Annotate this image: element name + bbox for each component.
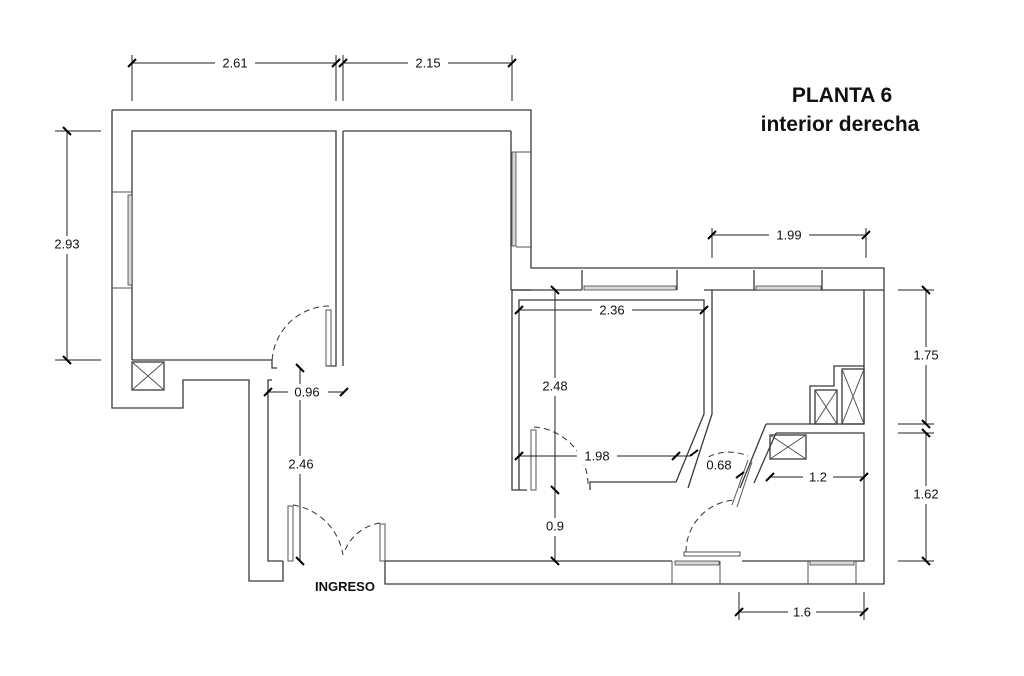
- window-left: [127, 194, 133, 286]
- dim-top-right: 2.15: [415, 55, 440, 70]
- door-left-room: [271, 305, 332, 367]
- shaft-box: [131, 361, 165, 391]
- dim-bedroom-width: 2.36: [599, 302, 624, 317]
- plan-title: PLANTA 6: [792, 84, 892, 107]
- dim-top-left: 2.61: [222, 55, 247, 70]
- small-room-walls: [671, 423, 865, 584]
- appliance-box-1: [814, 389, 838, 425]
- storage-box: [769, 434, 807, 460]
- window-bottom-1: [674, 560, 720, 566]
- window-right: [511, 151, 517, 247]
- dim-hall-gap: 0.9: [546, 518, 564, 533]
- appliance-box-2: [841, 368, 865, 425]
- dim-bottom-width: 1.6: [793, 604, 811, 619]
- door-middle-room: [530, 426, 589, 491]
- dim-corridor-width: 0.96: [294, 384, 319, 399]
- window-kitchen: [755, 285, 822, 291]
- dim-bedroom-height: 2.48: [542, 378, 567, 393]
- window-bottom-2: [809, 560, 855, 566]
- outer-wall: [111, 109, 885, 585]
- dimension-labels: 2.61 2.15 2.93 0.96 2.46 2.36 2.48 1.98 …: [49, 55, 944, 620]
- dim-left-height: 2.93: [54, 236, 79, 251]
- dim-small-room-height: 1.62: [913, 486, 938, 501]
- entrance-label: INGRESO: [315, 579, 375, 594]
- door-small-room: [683, 499, 741, 557]
- left-room-walls: [112, 130, 531, 391]
- plan-subtitle: interior derecha: [761, 113, 920, 136]
- corridor-walls: [267, 379, 672, 562]
- middle-room-walls: [511, 270, 884, 491]
- dim-kitchen-width: 1.99: [776, 227, 801, 242]
- dim-small-room-width: 1.2: [809, 469, 827, 484]
- window-middle-room: [583, 285, 677, 291]
- dim-bedroom-lower-width: 1.98: [584, 448, 609, 463]
- entrance-door: [287, 504, 386, 562]
- dim-kitchen-height: 1.75: [913, 347, 938, 362]
- dim-corridor-height: 2.46: [288, 456, 313, 471]
- dimension-lines: [55, 55, 934, 620]
- dim-bath-door: 0.68: [706, 457, 731, 472]
- kitchen-walls: [753, 270, 865, 425]
